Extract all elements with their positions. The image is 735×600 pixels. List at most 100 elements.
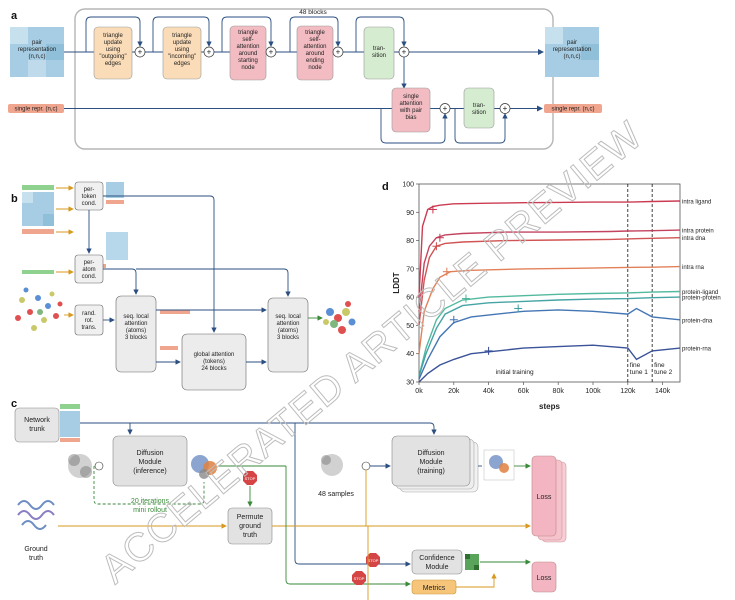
x-tick-label: 0k xyxy=(415,388,423,395)
svg-text:Module: Module xyxy=(139,459,162,466)
single-repr-in: single repr. (n,c) xyxy=(8,104,64,113)
confidence-module-box: Confidence Module xyxy=(411,549,463,575)
x-tick-label: 100k xyxy=(585,388,601,395)
svg-text:attention: attention xyxy=(276,321,299,327)
plus-node xyxy=(94,461,104,471)
atom-cloud-output xyxy=(323,301,356,334)
svg-text:ground: ground xyxy=(239,523,261,530)
token-inputs xyxy=(22,182,190,350)
series-line-intra-protein xyxy=(418,229,681,312)
svg-text:(atoms): (atoms) xyxy=(278,328,298,334)
y-tick-label: 100 xyxy=(402,182,414,189)
permute-ground-truth-box: Permute ground truth xyxy=(227,507,273,545)
svg-text:triangle: triangle xyxy=(238,30,258,36)
y-tick-label: 90 xyxy=(406,210,414,217)
x-tick-label: 140k xyxy=(655,388,671,395)
svg-text:cond.: cond. xyxy=(82,274,97,280)
predicted-structure-inference xyxy=(191,455,217,479)
series-label-protein-rna: protein-rna xyxy=(682,347,712,353)
series-line-intra-ligand xyxy=(418,200,681,298)
x-tick-label: 80k xyxy=(553,388,565,395)
fine-tune-label: tune 1 xyxy=(630,369,648,376)
svg-text:attention: attention xyxy=(303,44,326,50)
pair-representation-out: pair representation (n,n,c) xyxy=(545,27,599,77)
svg-text:node: node xyxy=(241,65,255,71)
series-label-intra-ligand: intra ligand xyxy=(682,199,711,205)
predicted-structures-training xyxy=(483,449,515,481)
global-attention-box: global attention(tokens)24 blocks xyxy=(181,333,247,391)
series-line-intra-dna xyxy=(418,237,681,326)
blocks-container-a xyxy=(74,8,554,150)
svg-text:single repr. (n,c): single repr. (n,c) xyxy=(551,107,594,113)
svg-text:(n,n,c): (n,n,c) xyxy=(28,54,45,60)
plus-node xyxy=(361,461,371,471)
svg-text:pair: pair xyxy=(32,40,42,46)
y-tick-label: 50 xyxy=(406,323,414,330)
series-label-intra-rna: intra rna xyxy=(682,265,705,271)
svg-text:edges: edges xyxy=(105,61,121,67)
svg-text:around: around xyxy=(306,51,325,57)
panel-label-b: b xyxy=(11,193,18,205)
svg-text:tran-: tran- xyxy=(373,46,385,52)
svg-text:token: token xyxy=(82,194,97,200)
svg-text:with pair: with pair xyxy=(399,108,422,114)
svg-text:+: + xyxy=(269,48,274,57)
svg-text:Confidence: Confidence xyxy=(419,555,455,562)
fine-tune-label: tune 2 xyxy=(654,369,672,376)
svg-text:Module: Module xyxy=(420,459,443,466)
panel-label-a: a xyxy=(11,10,18,22)
svg-text:Ground: Ground xyxy=(24,546,47,553)
svg-text:Loss: Loss xyxy=(537,575,552,582)
svg-text:+: + xyxy=(443,104,448,113)
svg-text:single: single xyxy=(403,94,419,100)
y-tick-label: 30 xyxy=(406,380,414,387)
metrics-box: Metrics xyxy=(411,579,457,595)
annotation-initial-training: initial training xyxy=(496,369,534,376)
svg-text:Network: Network xyxy=(24,417,50,424)
svg-text:single repr. (n,c): single repr. (n,c) xyxy=(14,107,57,113)
svg-text:node: node xyxy=(308,65,322,71)
stop-sign-2: STOP xyxy=(366,553,380,567)
series-label-protein-protein: protein-protein xyxy=(682,296,721,302)
svg-text:truth: truth xyxy=(243,532,257,539)
diffusion-module-inference-box: Diffusion Module (inference) xyxy=(112,435,188,487)
svg-text:24 blocks: 24 blocks xyxy=(201,366,226,372)
fine-tune-label: fine xyxy=(630,362,641,369)
plus-node: + + + + + xyxy=(134,46,410,58)
svg-text:(tokens): (tokens) xyxy=(203,359,225,365)
x-tick-label: 60k xyxy=(518,388,530,395)
diffusion-module-training-box: Diffusion Module (training) xyxy=(391,435,479,493)
svg-text:+: + xyxy=(402,48,407,57)
svg-text:STOP: STOP xyxy=(354,576,365,581)
svg-text:Permute: Permute xyxy=(237,514,264,521)
svg-text:+: + xyxy=(138,48,143,57)
svg-text:3 blocks: 3 blocks xyxy=(125,335,147,341)
svg-text:using: using xyxy=(175,47,189,53)
svg-text:seq. local: seq. local xyxy=(275,314,300,320)
noise-cloud xyxy=(68,454,92,478)
svg-text:pair: pair xyxy=(567,40,577,46)
svg-text:Diffusion: Diffusion xyxy=(417,450,444,457)
pair-representation-in: pair representation (n,n,c) xyxy=(10,27,64,77)
svg-text:(training): (training) xyxy=(417,468,445,475)
svg-text:atom: atom xyxy=(82,267,95,273)
svg-text:Diffusion: Diffusion xyxy=(136,450,163,457)
svg-text:rot.: rot. xyxy=(85,318,94,324)
svg-text:representation: representation xyxy=(553,47,591,53)
svg-text:starting: starting xyxy=(238,58,258,64)
svg-text:triangle: triangle xyxy=(172,33,192,39)
series-label-protein-ligand: protein-ligand xyxy=(682,290,718,296)
svg-text:STOP: STOP xyxy=(245,476,256,481)
svg-text:trans.: trans. xyxy=(81,325,96,331)
atom-cloud-input xyxy=(15,287,63,331)
series-label-intra-dna: intra dna xyxy=(682,236,706,242)
svg-text:update: update xyxy=(173,40,192,46)
